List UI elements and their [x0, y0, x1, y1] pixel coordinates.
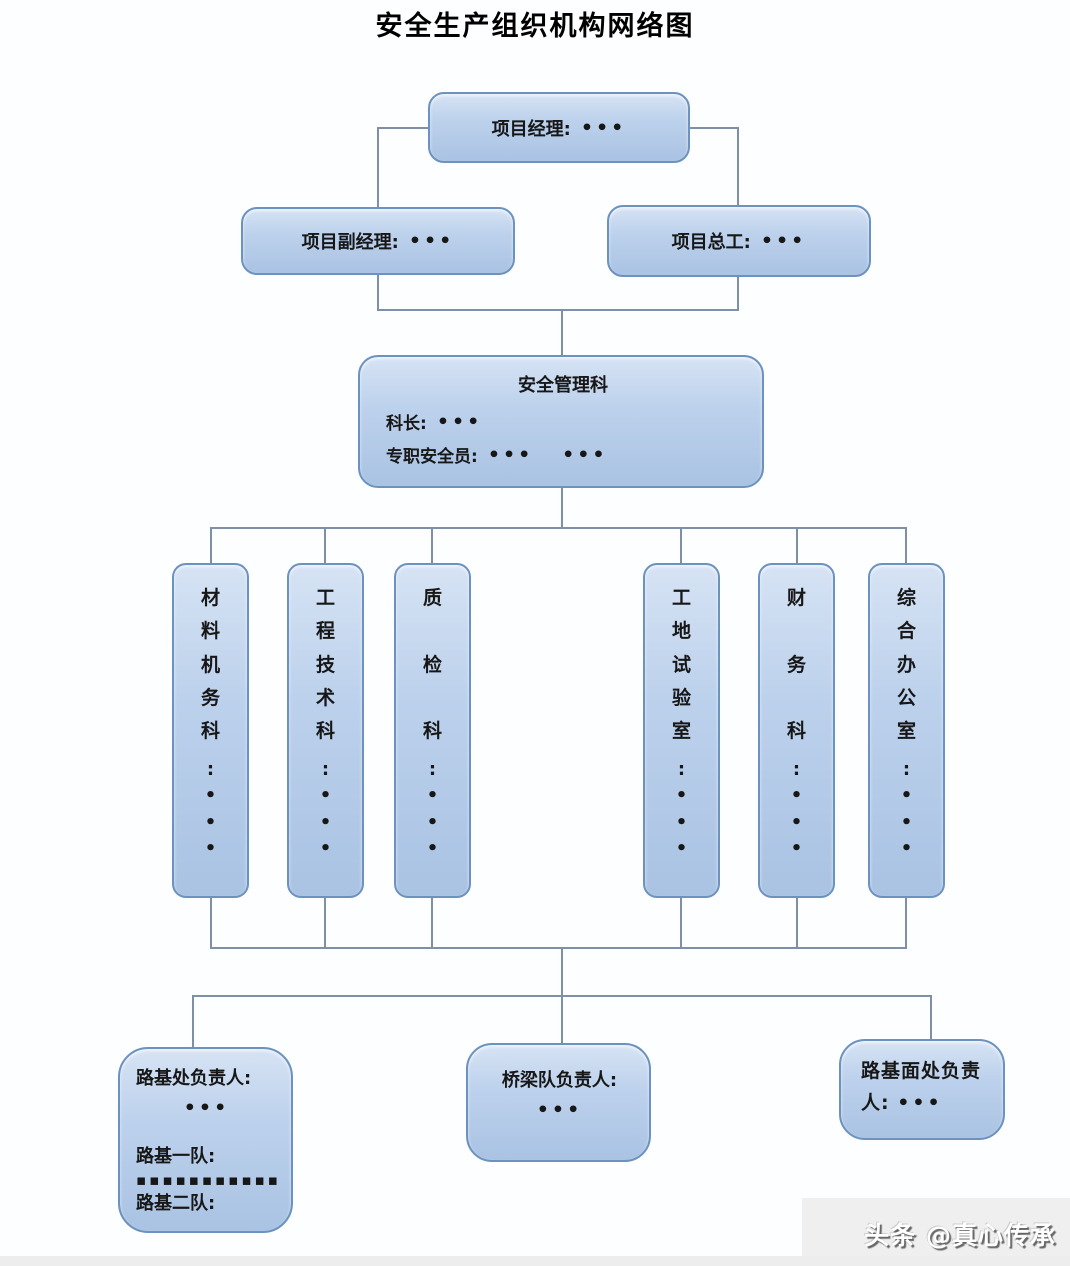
- connector-line: [930, 995, 932, 1043]
- node-deputy-manager: 项目副经理: •••: [241, 207, 515, 275]
- connector-line: [377, 309, 739, 311]
- node-section-finance: 财务科 :•••: [758, 563, 835, 898]
- connector-line: [905, 898, 907, 949]
- connector-line: [210, 527, 212, 564]
- team-head-label: 桥梁队负责人:: [501, 1070, 618, 1091]
- masked-members-dots: :•••: [426, 759, 439, 859]
- watermark-text: 头条 @真心传承: [864, 1221, 1056, 1250]
- connector-line: [192, 995, 932, 997]
- connector-line: [686, 127, 739, 129]
- node-section-engineering-tech: 工程技术科 :•••: [287, 563, 364, 898]
- connector-line: [377, 127, 430, 129]
- masked-separator-squares: ▪▪▪▪▪▪▪▪▪▪▪▪: [136, 1171, 277, 1188]
- connector-line: [796, 527, 798, 564]
- connector-line: [905, 527, 907, 564]
- connector-line: [737, 276, 739, 310]
- connector-line: [680, 527, 682, 564]
- connector-line: [561, 486, 563, 528]
- page-title: 安全生产组织机构网络图: [375, 11, 695, 42]
- team-head-label: 路基面处负责人:: [861, 1060, 982, 1115]
- masked-members-dots: :•••: [319, 759, 332, 859]
- node-section-quality-inspection: 质检科 :•••: [394, 563, 471, 898]
- section-name: 材料机务科: [200, 587, 220, 742]
- safety-officers-row: 专职安全员: ••• •••: [386, 442, 740, 468]
- node-team-bridge: 桥梁队负责人: •••: [466, 1043, 651, 1162]
- connector-line: [192, 995, 194, 1048]
- node-chief-engineer: 项目总工: •••: [607, 205, 871, 277]
- node-project-manager: 项目经理: •••: [428, 92, 690, 163]
- masked-members-dots: :•••: [675, 759, 688, 859]
- node-label: 项目副经理:: [301, 232, 399, 253]
- connector-line: [210, 527, 906, 529]
- masked-name-dots: •••: [897, 1092, 943, 1115]
- safety-chief-row: 科长: •••: [386, 409, 740, 435]
- masked-members-dots: :•••: [790, 759, 803, 859]
- connector-line: [561, 309, 563, 356]
- section-name: 财务科: [786, 587, 806, 742]
- masked-name-dots: •••: [436, 410, 483, 433]
- masked-name-dots: •••: [408, 230, 455, 252]
- connector-line: [737, 127, 739, 206]
- team-sub-label: 路基一队:: [136, 1145, 216, 1167]
- node-section-site-laboratory: 工地试验室 :•••: [643, 563, 720, 898]
- safety-officers-label: 专职安全员:: [386, 447, 478, 467]
- section-name: 工地试验室: [671, 587, 691, 742]
- connector-line: [431, 527, 433, 564]
- node-team-roadbed: 路基处负责人: ••• 路基一队: ▪▪▪▪▪▪▪▪▪▪▪▪ 路基二队:: [118, 1047, 293, 1233]
- team-head-row: 路基面处负责人: •••: [857, 1051, 989, 1120]
- connector-line: [796, 898, 798, 949]
- safety-dept-title: 安全管理科: [518, 375, 608, 396]
- connector-line: [324, 527, 326, 564]
- node-label: 项目经理:: [491, 118, 571, 140]
- node-label: 项目总工:: [671, 232, 751, 253]
- masked-name-dots: ••• •••: [487, 443, 608, 466]
- section-name: 综合办公室: [896, 587, 916, 742]
- connector-line: [324, 898, 326, 949]
- connector-line: [377, 274, 379, 310]
- team-head-label: 路基处负责人:: [136, 1068, 252, 1089]
- masked-members-dots: :•••: [900, 759, 913, 859]
- connector-line: [680, 898, 682, 949]
- masked-name-dots: •••: [760, 230, 807, 252]
- watermark-background: [802, 1198, 1070, 1266]
- section-name: 质检科: [422, 587, 442, 742]
- masked-name-dots: •••: [536, 1099, 583, 1121]
- connector-line: [210, 947, 906, 949]
- node-section-general-office: 综合办公室 :•••: [868, 563, 945, 898]
- node-team-road-surface: 路基面处负责人: •••: [839, 1039, 1005, 1140]
- node-safety-dept: 安全管理科 科长: ••• 专职安全员: ••• •••: [358, 355, 764, 488]
- section-name: 工程技术科: [315, 587, 335, 742]
- connector-line: [210, 898, 212, 949]
- connector-line: [431, 898, 433, 949]
- team-sub-label: 路基二队:: [136, 1193, 216, 1214]
- masked-members-dots: :•••: [204, 759, 217, 859]
- masked-name-dots: •••: [580, 116, 627, 139]
- node-section-materials-machinery: 材料机务科 :•••: [172, 563, 249, 898]
- bottom-strip: [0, 1256, 1070, 1266]
- safety-chief-label: 科长:: [386, 414, 427, 434]
- masked-name-dots: •••: [183, 1097, 230, 1119]
- connector-line: [377, 127, 379, 207]
